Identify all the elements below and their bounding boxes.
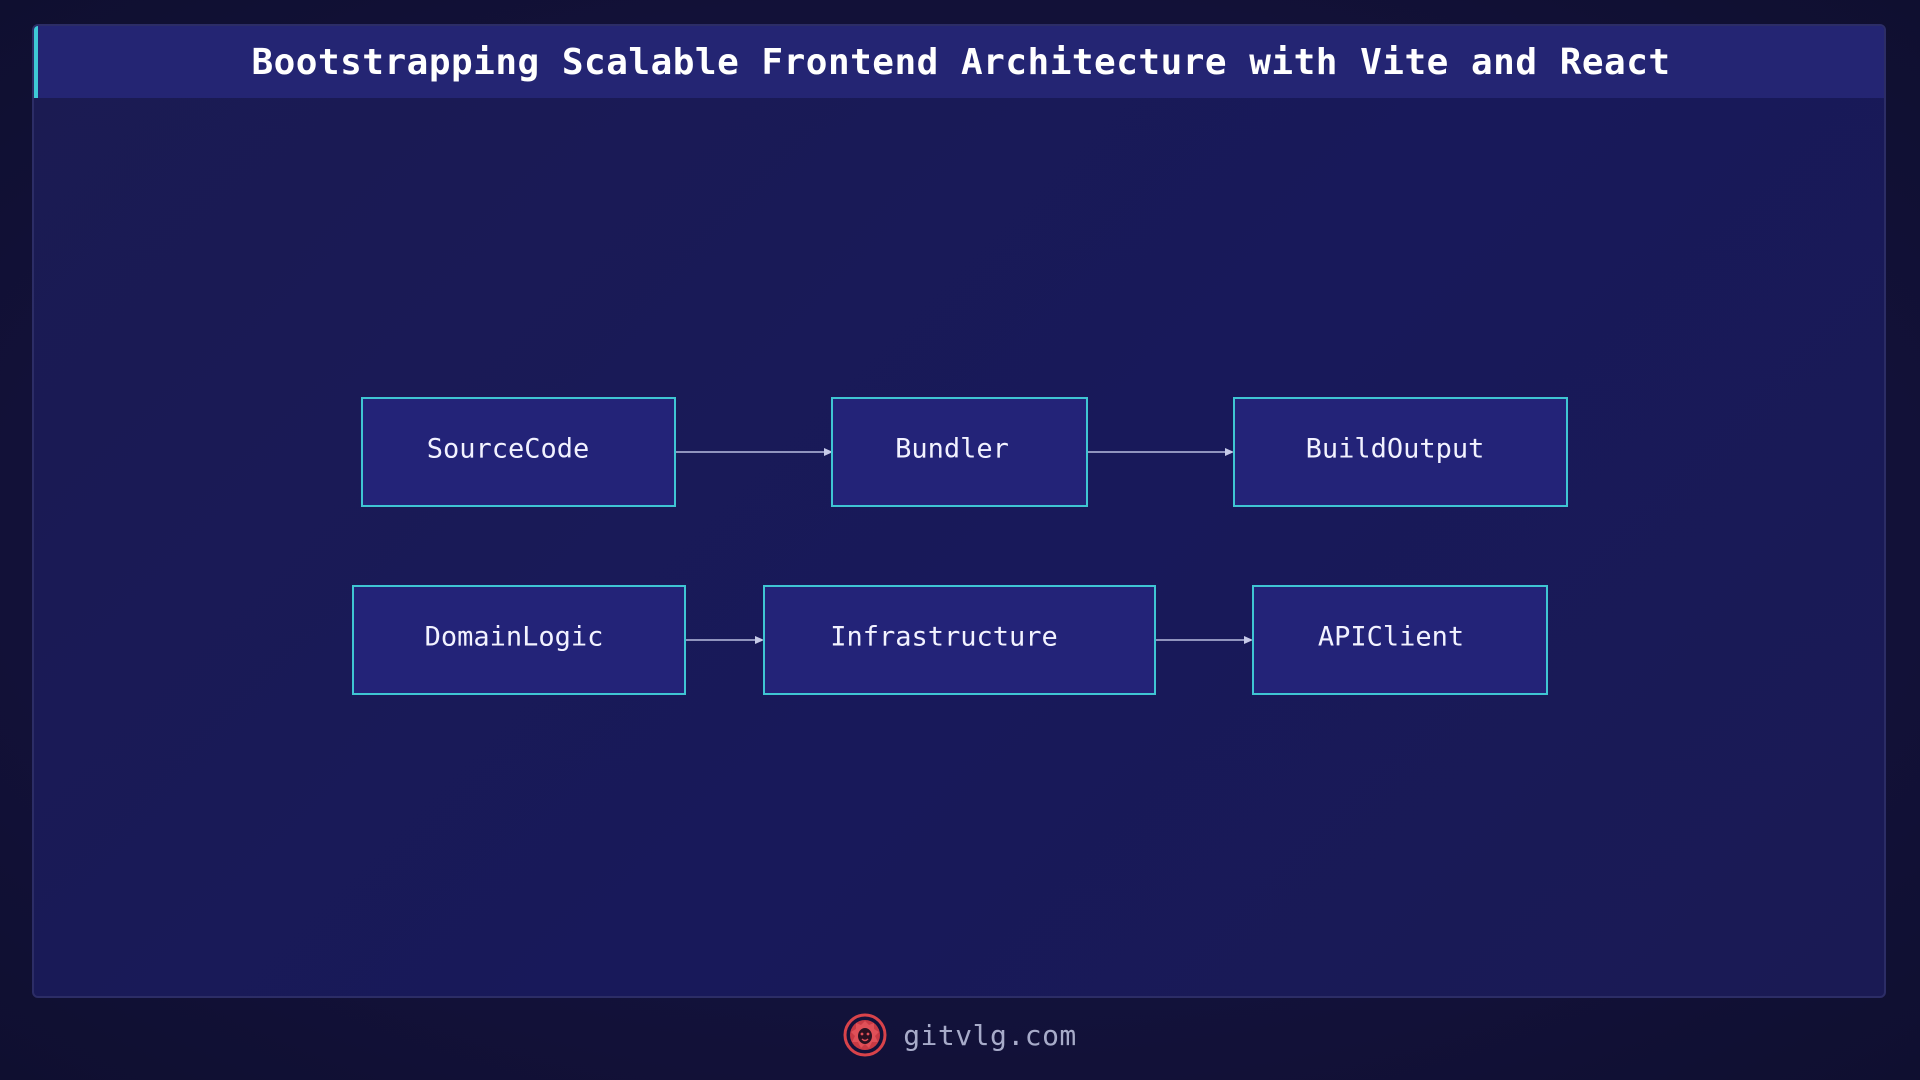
node-label-apiclient: APIClient [1318, 622, 1464, 653]
node-label-buildoutput: BuildOutput [1306, 434, 1485, 465]
footer: gitvlg.com [0, 1010, 1920, 1060]
node-label-bundler: Bundler [895, 434, 1009, 465]
node-sourcecode: SourceCode [361, 397, 676, 507]
footer-site-link[interactable]: gitvlg.com [903, 1018, 1077, 1052]
title-bar: Bootstrapping Scalable Frontend Architec… [34, 26, 1884, 98]
edge-bundler-buildoutput [1088, 448, 1234, 456]
node-domainlogic: DomainLogic [352, 585, 686, 695]
node-bundler: Bundler [831, 397, 1088, 507]
slide-panel: Bootstrapping Scalable Frontend Architec… [32, 24, 1886, 998]
node-buildoutput: BuildOutput [1233, 397, 1568, 507]
edge-domainlogic-infrastructure [686, 636, 764, 644]
edge-sourcecode-bundler [676, 448, 833, 456]
edge-infrastructure-apiclient [1156, 636, 1253, 644]
page-title: Bootstrapping Scalable Frontend Architec… [251, 41, 1671, 83]
node-infrastructure: Infrastructure [763, 585, 1156, 695]
node-label-domainlogic: DomainLogic [425, 622, 604, 653]
edges [676, 448, 1253, 644]
node-label-sourcecode: SourceCode [427, 434, 590, 465]
node-apiclient: APIClient [1252, 585, 1548, 695]
node-label-infrastructure: Infrastructure [830, 622, 1058, 653]
lion-head-icon [843, 1013, 887, 1057]
